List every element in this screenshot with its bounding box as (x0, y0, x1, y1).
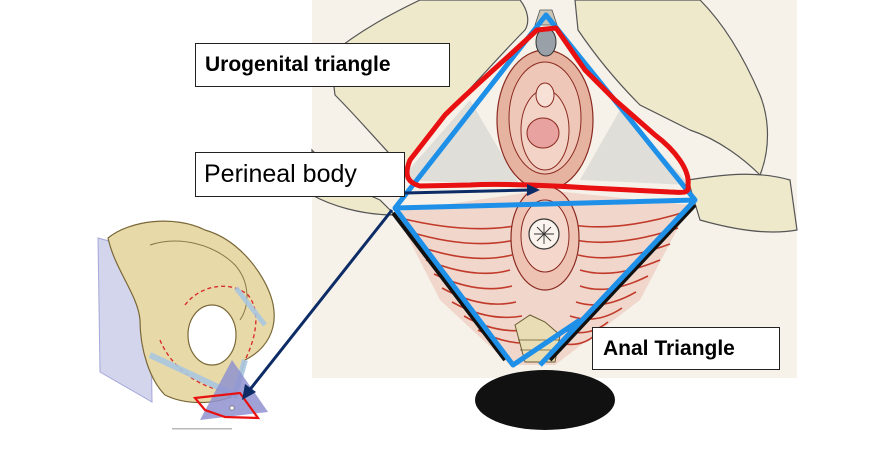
pelvis-inset-illustration (97, 220, 275, 430)
anal-triangle-outline (393, 206, 582, 368)
perineal-body-label: Perineal body (195, 152, 405, 197)
arrow-icon (242, 184, 540, 400)
perineal-outline (404, 25, 691, 195)
anal-triangle-outline-right (538, 198, 697, 367)
urogenital-triangle-label: Urogenital triangle (195, 43, 450, 87)
anal-triangle-label: Anal Triangle (592, 327, 780, 370)
copyright-line (172, 428, 232, 430)
